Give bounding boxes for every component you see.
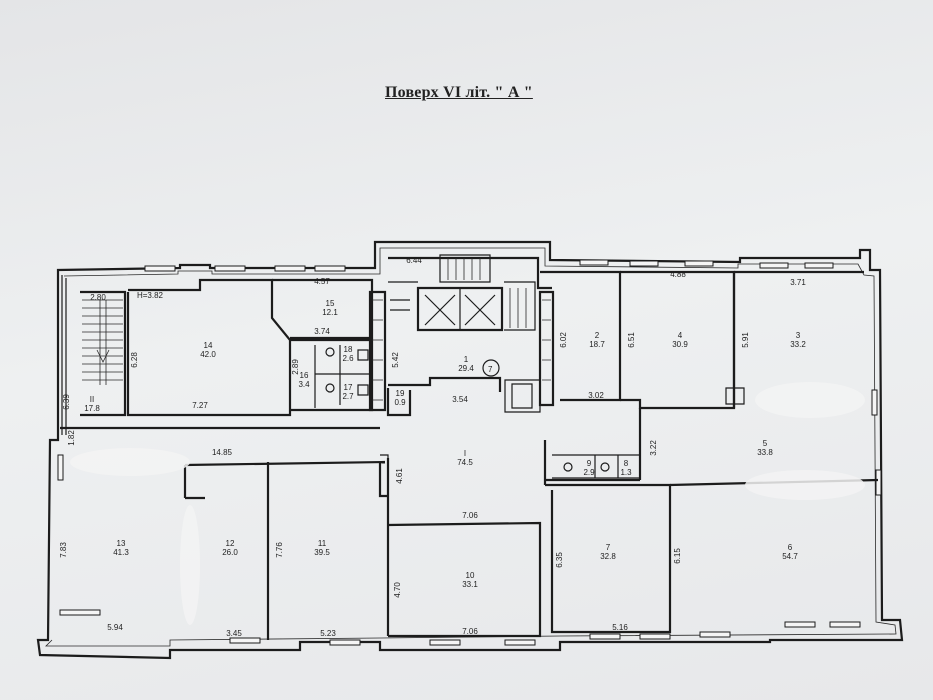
room-area: 74.5: [457, 458, 473, 467]
dimension-label: 4.61: [395, 468, 404, 484]
dimension-label: 5.42: [391, 352, 400, 368]
dimension-label: 7.06: [462, 627, 478, 636]
room-number: 1: [464, 355, 469, 364]
room-area: 42.0: [200, 350, 216, 359]
room-number: 7: [606, 543, 611, 552]
room-number: II: [90, 395, 94, 404]
room-area: 0.9: [394, 398, 406, 407]
room-number: 9: [587, 459, 592, 468]
room-area: 3.4: [298, 380, 310, 389]
room-area: 32.8: [600, 552, 616, 561]
room-area: 26.0: [222, 548, 238, 557]
room-labels: 129.4218.7333.2430.9533.8654.7732.881.39…: [84, 299, 806, 589]
dimension-labels: 6.44 2.80 H=3.82 4.57 3.74 5.42 3.54 6.02 6.51 4.…: [59, 256, 806, 638]
dimension-label: 5.16: [612, 623, 628, 632]
room-area: 2.7: [342, 392, 354, 401]
dimension-label: 3.45: [226, 629, 242, 638]
dimension-label: 2.89: [291, 359, 300, 375]
stairs-left: [82, 299, 123, 385]
room-area: 33.8: [757, 448, 773, 457]
room-area: 33.2: [790, 340, 806, 349]
room-number: 18: [344, 345, 353, 354]
room-number: 15: [326, 299, 335, 308]
room-area: 54.7: [782, 552, 798, 561]
dimension-label: 7.27: [192, 401, 208, 410]
room-area: 39.5: [314, 548, 330, 557]
room-number: 8: [624, 459, 629, 468]
dimension-label: 3.54: [452, 395, 468, 404]
room-number: 4: [678, 331, 683, 340]
room-area: 12.1: [322, 308, 338, 317]
room-number: 6: [788, 543, 793, 552]
dimension-label: 2.80: [90, 293, 106, 302]
room-number: 16: [300, 371, 309, 380]
dimension-label: 7.06: [462, 511, 478, 520]
exterior-wall: [36, 240, 904, 660]
room-number: 19: [396, 389, 405, 398]
dimension-label: 5.91: [741, 332, 750, 348]
room-number: 2: [595, 331, 600, 340]
dimension-label: 6.44: [406, 256, 422, 265]
dimension-label: 6.39: [62, 394, 71, 410]
floor-title: Поверх VI літ. " А ": [385, 84, 533, 101]
dimension-label: 6.51: [627, 332, 636, 348]
dimension-label: 3.22: [649, 440, 658, 456]
room-number: 13: [117, 539, 126, 548]
dimension-label: 1.82: [67, 430, 76, 446]
room-number: 3: [796, 331, 801, 340]
dimension-label: 14.85: [212, 448, 233, 457]
room-area: 29.4: [458, 364, 474, 373]
dimension-label: 7.83: [59, 542, 68, 558]
room-number: 14: [204, 341, 213, 350]
dimension-label: 3.71: [790, 278, 806, 287]
room-number: 12: [226, 539, 235, 548]
room-area: 2.6: [342, 354, 354, 363]
room-area: 1.3: [620, 468, 632, 477]
dimension-label: 6.28: [130, 352, 139, 368]
circle-marker-label: 7: [488, 365, 493, 374]
dimension-label: 6.02: [559, 332, 568, 348]
room-number: 11: [318, 539, 327, 548]
dimension-label: H=3.82: [137, 291, 164, 300]
windows: [57, 259, 882, 646]
room-number: 5: [763, 439, 768, 448]
dimension-label: 4.57: [314, 277, 330, 286]
dimension-label: 3.02: [588, 391, 604, 400]
dimension-label: 6.15: [673, 548, 682, 564]
room-number: 10: [466, 571, 475, 580]
dimension-label: 4.88: [670, 270, 686, 279]
room-area: 33.1: [462, 580, 478, 589]
room-area: 18.7: [589, 340, 605, 349]
dimension-label: 5.23: [320, 629, 336, 638]
room-area: 30.9: [672, 340, 688, 349]
room-area: 41.3: [113, 548, 129, 557]
dimension-label: 3.74: [314, 327, 330, 336]
room-number: 17: [344, 383, 353, 392]
dimension-label: 4.70: [393, 582, 402, 598]
room-number: I: [464, 449, 466, 458]
dimension-label: 5.94: [107, 623, 123, 632]
room-area: 17.8: [84, 404, 100, 413]
dimension-label: 7.76: [275, 542, 284, 558]
room-area: 2.9: [583, 468, 595, 477]
dimension-label: 6.35: [555, 552, 564, 568]
